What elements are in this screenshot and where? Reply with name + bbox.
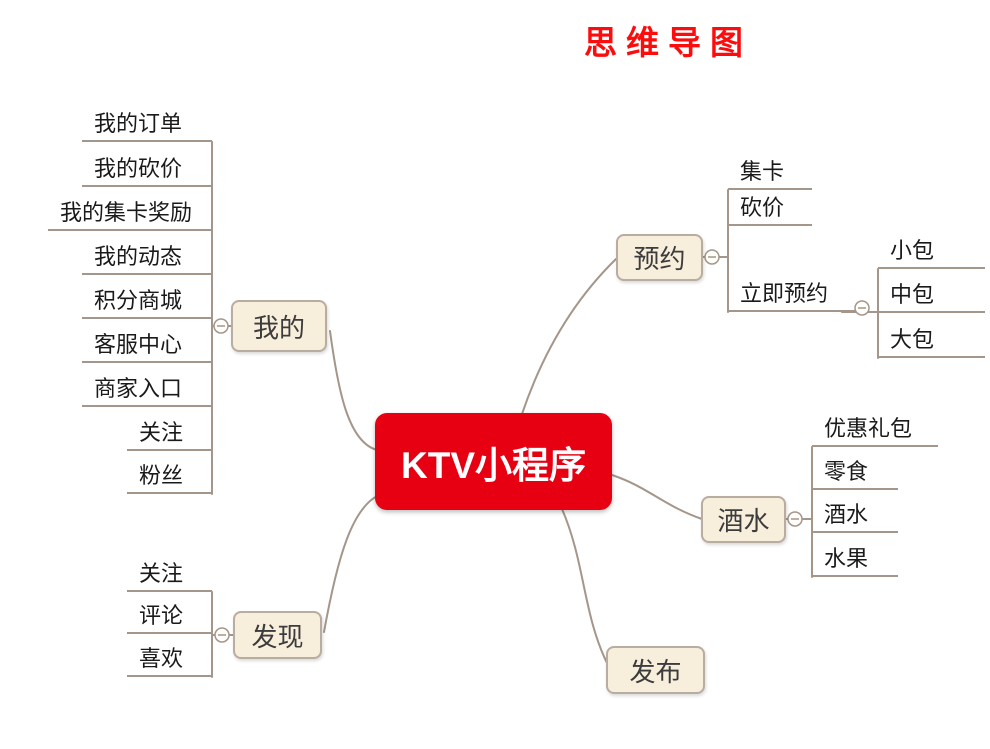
leaf-node[interactable]: 立即预约	[728, 280, 855, 312]
branch-node-reserve[interactable]: 预约	[616, 234, 703, 281]
collapse-button-book-now[interactable]	[854, 300, 870, 316]
branch-node-discover[interactable]: 发现	[233, 611, 322, 659]
leaf-node[interactable]: 商家入口	[82, 375, 212, 407]
leaf-node[interactable]: 评论	[127, 602, 212, 634]
collapse-button-drinks[interactable]	[787, 511, 803, 527]
leaf-node[interactable]: 积分商城	[82, 287, 212, 319]
connector-center-discover	[323, 493, 383, 633]
connector-center-mine	[329, 330, 378, 451]
collapse-button-mine[interactable]	[213, 318, 229, 334]
leaf-node[interactable]: 酒水	[812, 501, 898, 533]
collapse-button-discover[interactable]	[214, 627, 230, 643]
collapse-button-reserve[interactable]	[704, 249, 720, 265]
branch-node-drinks[interactable]: 酒水	[701, 496, 786, 543]
leaf-node[interactable]: 水果	[812, 545, 898, 577]
leaf-node[interactable]: 关注	[127, 419, 212, 451]
leaf-node[interactable]: 大包	[878, 326, 985, 358]
leaf-node[interactable]: 我的集卡奖励	[48, 199, 212, 231]
leaf-node[interactable]: 集卡	[728, 158, 812, 190]
leaf-node[interactable]: 关注	[127, 560, 212, 592]
leaf-node[interactable]: 中包	[878, 281, 985, 313]
leaf-node[interactable]: 小包	[878, 237, 985, 269]
leaf-node[interactable]: 我的砍价	[82, 155, 212, 187]
connector-center-publish	[561, 508, 608, 664]
leaf-node[interactable]: 优惠礼包	[812, 415, 938, 447]
branch-node-mine[interactable]: 我的	[231, 300, 327, 352]
central-topic[interactable]: KTV小程序	[375, 413, 612, 510]
leaf-node[interactable]: 客服中心	[82, 331, 212, 363]
leaf-node[interactable]: 我的动态	[82, 243, 212, 275]
page-title: 思维导图	[584, 24, 752, 61]
leaf-node[interactable]: 喜欢	[127, 645, 212, 677]
branch-node-publish[interactable]: 发布	[606, 646, 705, 694]
connector-center-drinks	[611, 474, 703, 520]
leaf-node[interactable]: 我的订单	[82, 110, 212, 142]
leaf-node[interactable]: 粉丝	[127, 462, 212, 494]
connector-center-reserve	[521, 258, 617, 415]
leaf-node[interactable]: 零食	[812, 458, 898, 490]
leaf-node[interactable]: 砍价	[728, 194, 812, 226]
